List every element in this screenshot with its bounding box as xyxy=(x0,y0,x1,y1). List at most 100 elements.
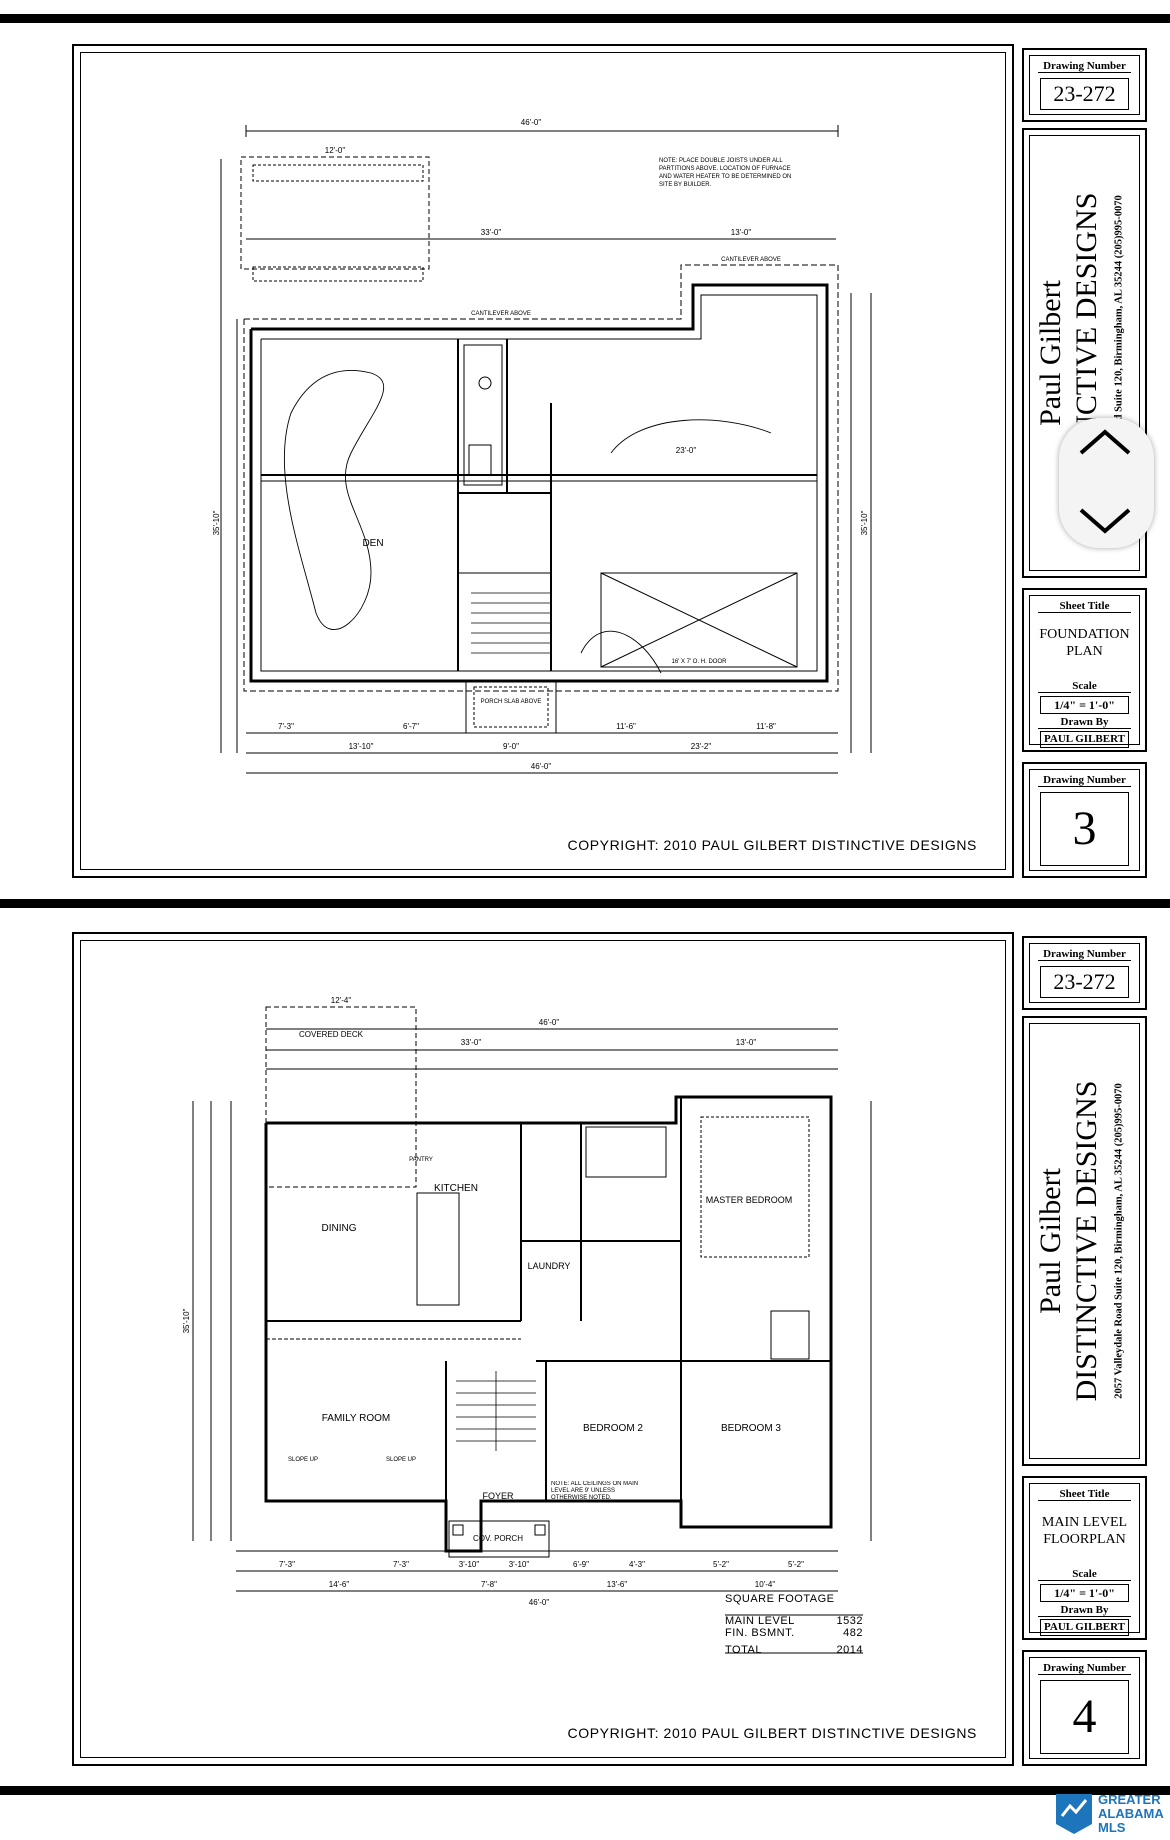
drawing-number-label: Drawing Number xyxy=(1038,948,1131,961)
slope-up-label-2: SLOPE UP xyxy=(386,1457,416,1463)
company-address: 2057 Valleydale Road Suite 120, Birmingh… xyxy=(1113,1083,1124,1399)
pantry-label: PANTRY xyxy=(409,1157,433,1163)
sheet-title-label: Sheet Title xyxy=(1038,1488,1131,1501)
sheet-number-value: 4 xyxy=(1040,1680,1129,1754)
sf-row-bsmnt: FIN. BSMNT. 482 xyxy=(725,1627,863,1639)
dim-b2: 7'-3" xyxy=(393,1560,409,1569)
foyer-label: FOYER xyxy=(482,1491,514,1501)
drawn-by-label: Drawn By xyxy=(1038,1604,1131,1617)
cov-porch-label: COV. PORCH xyxy=(473,1534,523,1543)
overall-top-dim: 46'-0" xyxy=(521,118,542,127)
bottom-bar xyxy=(0,1786,1170,1795)
dim-c3: 13'-6" xyxy=(607,1580,628,1589)
sheet-inner-border: COVERED DECK 46'-0" 12'-4" 33'-0" 13'-0"… xyxy=(80,940,1006,1758)
slope-up-label: SLOPE UP xyxy=(288,1457,318,1463)
drawing-number-box-2: Drawing Number 23-272 xyxy=(1022,936,1147,1010)
overall-bottom-dim: 46'-0" xyxy=(531,762,552,771)
sheet-title-line2: FLOORPLAN xyxy=(1043,1532,1126,1547)
dim-b1: 7'-3" xyxy=(278,722,294,731)
dim-b5: 6'-9" xyxy=(573,1560,589,1569)
sheet-number-label: Drawing Number xyxy=(1038,774,1131,787)
dining-label: DINING xyxy=(322,1223,357,1234)
sheet-title-line2: PLAN xyxy=(1066,644,1103,659)
copyright-text: COPYRIGHT: 2010 PAUL GILBERT DISTINCTIVE… xyxy=(567,1725,977,1741)
master-label: MASTER BEDROOM xyxy=(706,1195,793,1205)
sheet-title-label: Sheet Title xyxy=(1038,600,1131,613)
dim-c2: 9'-0" xyxy=(503,742,519,751)
scale-value: 1/4" = 1'-0" xyxy=(1040,1584,1129,1602)
dim-b8: 5'-2" xyxy=(788,1560,804,1569)
deck-width-dim: 12'-0" xyxy=(325,146,346,155)
sf-main-value: 1532 xyxy=(836,1615,863,1627)
sf-bsmnt-value: 482 xyxy=(843,1627,863,1639)
seg-33-dim: 33'-0" xyxy=(461,1038,482,1047)
company-name: DISTINCTIVE DESIGNS xyxy=(1069,1080,1103,1402)
overall-top-dim: 46'-0" xyxy=(539,1018,560,1027)
scale-label: Scale xyxy=(1038,1568,1131,1581)
sf-main-label: MAIN LEVEL xyxy=(725,1615,795,1627)
chevron-down-icon[interactable] xyxy=(1059,483,1154,548)
scale-value: 1/4" = 1'-0" xyxy=(1040,696,1129,714)
sf-bsmnt-label: FIN. BSMNT. xyxy=(725,1627,795,1639)
bedroom3-label: BEDROOM 3 xyxy=(721,1423,781,1434)
bedroom2-label: BEDROOM 2 xyxy=(583,1423,643,1434)
sheet-number-box-2: Drawing Number 4 xyxy=(1022,1650,1147,1766)
sheet-title-box: Sheet Title FOUNDATION PLAN Scale 1/4" =… xyxy=(1022,588,1147,752)
garage-door-label: 16' X 7' O. H. DOOR xyxy=(672,659,728,665)
logo-line3: MLS xyxy=(1098,1820,1126,1835)
depth-dim: 35'-10" xyxy=(182,1308,191,1333)
copyright-text: COPYRIGHT: 2010 PAUL GILBERT DISTINCTIVE… xyxy=(567,837,977,853)
drawing-number-value: 23-272 xyxy=(1040,966,1129,998)
family-room-label: FAMILY ROOM xyxy=(322,1413,391,1424)
seg-13-dim: 13'-0" xyxy=(736,1038,757,1047)
company-box-2: Paul Gilbert DISTINCTIVE DESIGNS 2057 Va… xyxy=(1022,1016,1147,1466)
sheet-number-label: Drawing Number xyxy=(1038,1662,1131,1675)
cantilever-label-2: CANTILEVER ABOVE xyxy=(721,257,781,263)
dim-b3: 3'-10" xyxy=(459,1560,480,1569)
sf-total-value: 2014 xyxy=(836,1644,863,1656)
dim-23: 23'-0" xyxy=(676,446,697,455)
drawing-number-value: 23-272 xyxy=(1040,78,1129,110)
company-person: Paul Gilbert xyxy=(1033,280,1067,426)
overall-bottom-dim: 46'-0" xyxy=(529,1598,550,1607)
porch-label: PORCH SLAB ABOVE xyxy=(481,699,542,705)
sheet-title-line1: MAIN LEVEL xyxy=(1041,1515,1128,1530)
dim-c1: 14'-6" xyxy=(329,1580,350,1589)
den-label: DEN xyxy=(362,538,383,549)
drawn-by-value: PAUL GILBERT xyxy=(1040,1619,1129,1636)
drawing-number-label: Drawing Number xyxy=(1038,60,1131,73)
chevron-up-icon[interactable] xyxy=(1059,418,1154,483)
dim-c2: 7'-8" xyxy=(481,1580,497,1589)
drawn-by-label: Drawn By xyxy=(1038,716,1131,729)
sf-row-main: MAIN LEVEL 1532 xyxy=(725,1615,863,1627)
seg-13-dim: 13'-0" xyxy=(731,228,752,237)
dim-b7: 5'-2" xyxy=(713,1560,729,1569)
square-footage-table: SQUARE FOOTAGE MAIN LEVEL 1532 FIN. BSMN… xyxy=(725,1593,863,1656)
drawing-number-box: Drawing Number 23-272 xyxy=(1022,48,1147,122)
deck-width-dim: 12'-4" xyxy=(331,996,352,1005)
sf-row-total: TOTAL 2014 xyxy=(725,1644,863,1656)
square-footage-title: SQUARE FOOTAGE xyxy=(725,1593,835,1605)
separator-bar xyxy=(0,899,1170,908)
dim-c3: 23'-2" xyxy=(691,742,712,751)
seg-33-dim: 33'-0" xyxy=(481,228,502,237)
dim-b4: 3'-10" xyxy=(509,1560,530,1569)
covered-deck-label: COVERED DECK xyxy=(299,1030,364,1039)
dim-b4: 11'-8" xyxy=(756,722,776,731)
depth-dim-right: 35'-10" xyxy=(860,510,869,535)
depth-dim: 35'-10" xyxy=(212,510,221,535)
dim-c4: 10'-4" xyxy=(755,1580,776,1589)
foundation-note: NOTE: PLACE DOUBLE JOISTS UNDER ALL PART… xyxy=(659,158,792,188)
sheet-foundation-plan: 46'-0" 12'-0" 33'-0" 13'-0" CANTILEVER A… xyxy=(72,44,1014,878)
dim-c1: 13'-10" xyxy=(349,742,374,751)
kitchen-label: KITCHEN xyxy=(434,1183,478,1194)
sheet-main-level-floorplan: COVERED DECK 46'-0" 12'-4" 33'-0" 13'-0"… xyxy=(72,932,1014,1766)
sheet-number-value: 3 xyxy=(1040,792,1129,866)
dim-b6: 4'-3" xyxy=(629,1560,645,1569)
logo-line1: GREATER xyxy=(1098,1792,1161,1807)
sheet-title-box-2: Sheet Title MAIN LEVEL FLOORPLAN Scale 1… xyxy=(1022,1476,1147,1640)
sheet-number-box: Drawing Number 3 xyxy=(1022,762,1147,878)
company-person: Paul Gilbert xyxy=(1033,1168,1067,1314)
dim-b1: 7'-3" xyxy=(279,1560,295,1569)
foundation-plan-drawing: 46'-0" 12'-0" 33'-0" 13'-0" CANTILEVER A… xyxy=(212,118,872,774)
